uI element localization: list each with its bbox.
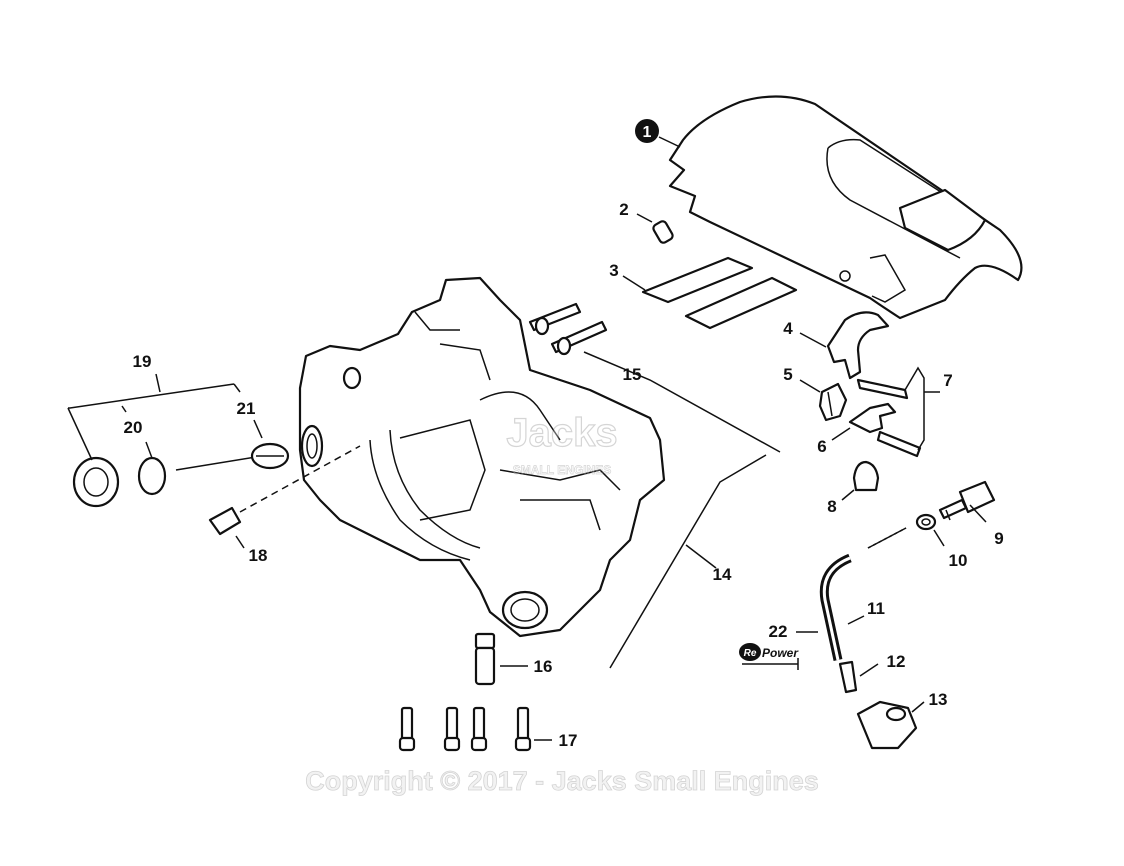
repower-logo-prefix: Re — [744, 648, 757, 659]
callout-14-leader — [609, 454, 767, 669]
callout-7: 7 — [943, 371, 952, 390]
callout-19: 19 — [133, 352, 152, 371]
top-cover-part — [668, 95, 1023, 320]
repower-logo-suffix: Power — [762, 646, 799, 660]
watermark-logo-sub: SMALL ENGINES — [513, 463, 611, 477]
watermark-logo-main: Jacks — [506, 411, 617, 455]
callout-18: 18 — [249, 546, 268, 565]
oil-cap-assembly — [67, 373, 361, 549]
callout-20: 20 — [124, 418, 143, 437]
callout-21: 21 — [237, 399, 256, 418]
clip-part — [799, 379, 848, 422]
dowel-part — [474, 632, 528, 686]
callout-17: 17 — [559, 731, 578, 750]
repower-logo: Re Power — [739, 643, 799, 670]
callout-16: 16 — [534, 657, 553, 676]
cap-part — [841, 460, 880, 501]
oil-hose-part — [796, 527, 925, 750]
spring-part — [915, 513, 945, 547]
bracket-part — [799, 311, 890, 380]
callout-5: 5 — [783, 365, 792, 384]
callout-12: 12 — [887, 652, 906, 671]
callout-22: 22 — [769, 622, 788, 641]
callout-labels: 2 3 4 5 6 7 8 9 10 11 12 13 14 15 16 17 … — [124, 200, 1004, 750]
callout-11: 11 — [867, 599, 885, 618]
callout-1-marker: 1 — [635, 119, 681, 148]
callout-14: 14 — [713, 565, 732, 584]
copyright-watermark: Copyright © 2017 - Jacks Small Engines — [305, 766, 819, 796]
watermark-logo: Jacks SMALL ENGINES — [506, 410, 618, 477]
oil-pickup-part — [938, 480, 996, 523]
crankcase-part — [298, 276, 666, 638]
insulation-sheets-part — [622, 256, 798, 330]
callout-15: 15 — [623, 365, 642, 384]
lever-and-pins-part — [831, 366, 940, 458]
callout-8: 8 — [827, 497, 836, 516]
callout-1: 1 — [643, 124, 652, 141]
callout-13: 13 — [929, 690, 948, 709]
callout-4: 4 — [783, 319, 793, 338]
callout-10: 10 — [949, 551, 968, 570]
screws-part — [398, 706, 552, 752]
callout-2: 2 — [619, 200, 628, 219]
callout-3: 3 — [609, 261, 618, 280]
callout-6: 6 — [817, 437, 826, 456]
studs-part — [528, 302, 781, 453]
pin-part — [636, 213, 674, 244]
callout-9: 9 — [994, 529, 1003, 548]
